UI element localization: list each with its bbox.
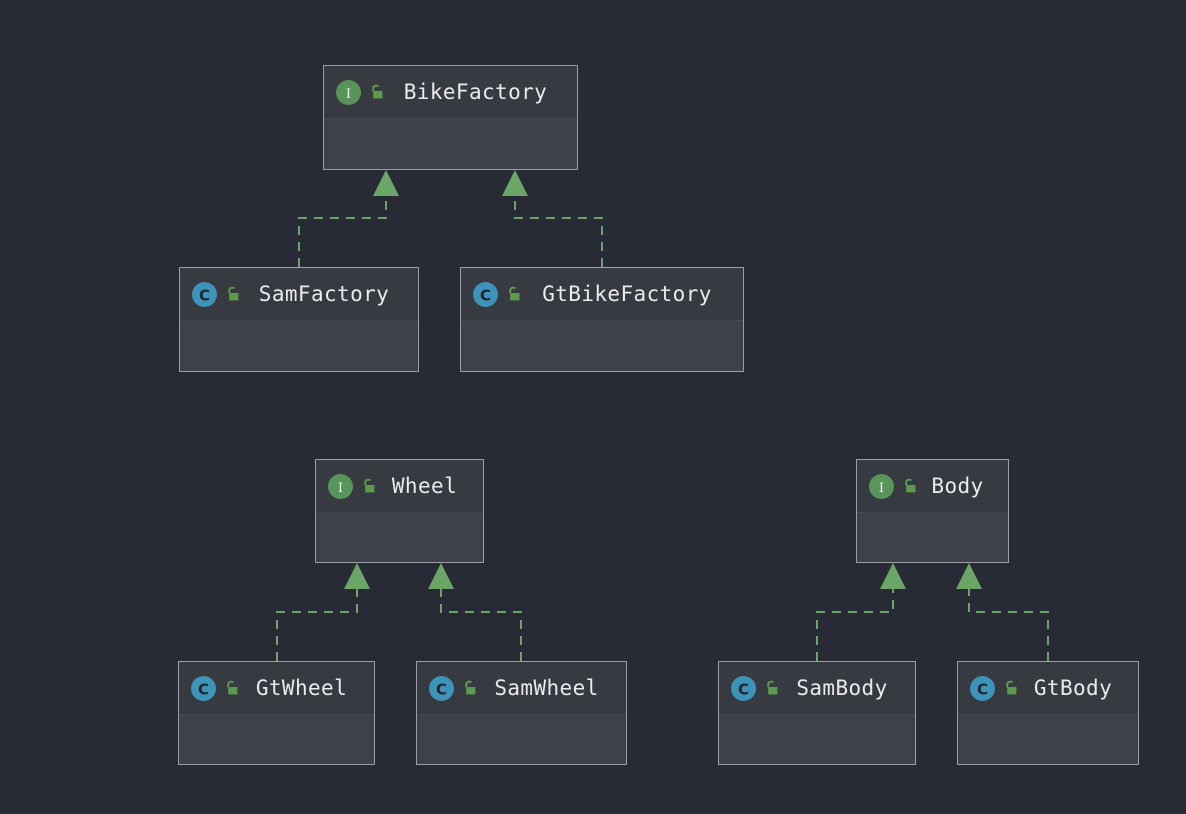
svg-text:C: C [199, 286, 210, 304]
interface-icon: I [328, 473, 353, 499]
node-title: Body [931, 474, 984, 498]
node-members-compartment [324, 119, 577, 169]
node-header: C SamFactory [180, 268, 418, 321]
node-members-compartment [719, 715, 915, 764]
svg-text:I: I [346, 87, 351, 102]
unlocked-padlock-icon [1002, 679, 1020, 697]
node-header: C GtWheel [179, 662, 374, 715]
node-members-compartment [180, 321, 418, 371]
edge-sam-body-realizes-body [816, 589, 894, 661]
edge-gt-bike-factory-realizes-bike-factory [514, 196, 603, 267]
uml-node-bike-factory[interactable]: I BikeFactory [323, 65, 578, 170]
node-members-compartment [417, 715, 626, 764]
edge-gt-wheel-realizes-wheel [276, 589, 358, 661]
unlocked-padlock-icon [224, 285, 242, 303]
arrowhead-sam-factory-realizes-bike-factory [373, 170, 399, 196]
uml-node-gt-body[interactable]: C GtBody [957, 661, 1139, 765]
node-title: SamWheel [494, 676, 599, 700]
node-header: C GtBikeFactory [461, 268, 743, 321]
arrowhead-sam-body-realizes-body [880, 563, 906, 589]
unlocked-padlock-icon [763, 679, 781, 697]
node-header: I BikeFactory [324, 66, 577, 119]
unlocked-padlock-icon [360, 477, 378, 495]
node-title: SamBody [796, 676, 888, 700]
svg-text:C: C [480, 286, 491, 304]
class-icon: C [192, 281, 217, 307]
node-header: C GtBody [958, 662, 1138, 715]
uml-node-sam-body[interactable]: C SamBody [718, 661, 916, 765]
uml-node-gt-wheel[interactable]: C GtWheel [178, 661, 375, 765]
node-title: GtWheel [255, 676, 348, 700]
node-title: Wheel [391, 474, 458, 498]
arrowhead-sam-wheel-realizes-wheel [428, 563, 454, 589]
node-members-compartment [316, 513, 483, 562]
node-title: GtBikeFactory [542, 282, 712, 306]
node-members-compartment [958, 715, 1138, 764]
edge-sam-factory-realizes-bike-factory [298, 196, 387, 267]
class-icon: C [473, 281, 498, 307]
unlocked-padlock-icon [461, 679, 479, 697]
node-header: I Wheel [316, 460, 483, 513]
node-title: SamFactory [258, 282, 390, 306]
svg-text:C: C [977, 680, 988, 698]
arrowhead-gt-body-realizes-body [956, 563, 982, 589]
node-title: GtBody [1033, 676, 1113, 700]
class-icon: C [429, 675, 454, 701]
arrowhead-gt-wheel-realizes-wheel [344, 563, 370, 589]
uml-node-sam-wheel[interactable]: C SamWheel [416, 661, 627, 765]
edge-sam-wheel-realizes-wheel [440, 589, 522, 661]
svg-text:I: I [338, 481, 343, 496]
edge-gt-body-realizes-body [968, 589, 1049, 661]
node-members-compartment [179, 715, 374, 764]
node-header: I Body [857, 460, 1008, 513]
uml-node-body[interactable]: I Body [856, 459, 1009, 563]
uml-node-wheel[interactable]: I Wheel [315, 459, 484, 563]
interface-icon: I [869, 473, 894, 499]
svg-text:C: C [198, 680, 209, 698]
node-members-compartment [857, 513, 1008, 562]
interface-icon: I [336, 79, 361, 105]
svg-text:C: C [738, 680, 749, 698]
class-icon: C [970, 675, 995, 701]
unlocked-padlock-icon [505, 285, 523, 303]
node-header: C SamWheel [417, 662, 626, 715]
arrowhead-gt-bike-factory-realizes-bike-factory [502, 170, 528, 196]
uml-node-sam-factory[interactable]: C SamFactory [179, 267, 419, 372]
unlocked-padlock-icon [223, 679, 241, 697]
class-icon: C [191, 675, 216, 701]
svg-text:I: I [879, 481, 884, 496]
class-icon: C [731, 675, 756, 701]
unlocked-padlock-icon [368, 83, 386, 101]
svg-text:C: C [436, 680, 447, 698]
node-title: BikeFactory [403, 80, 548, 104]
uml-node-gt-bike-factory[interactable]: C GtBikeFactory [460, 267, 744, 372]
node-header: C SamBody [719, 662, 915, 715]
unlocked-padlock-icon [901, 477, 919, 495]
node-members-compartment [461, 321, 743, 371]
